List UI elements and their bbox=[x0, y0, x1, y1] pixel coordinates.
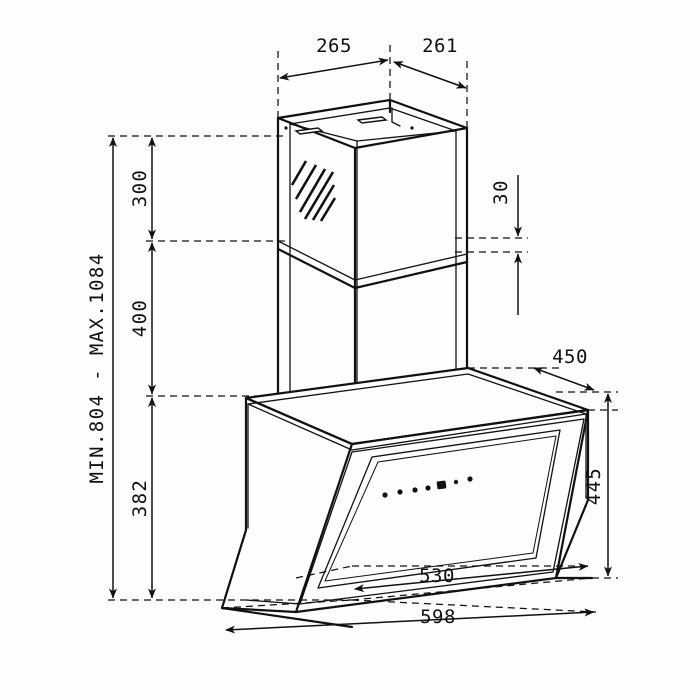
mounting-slot-icon bbox=[294, 116, 388, 135]
glass-front-panel bbox=[220, 408, 590, 614]
control-display bbox=[436, 480, 447, 490]
dimension-450: 450 bbox=[533, 346, 595, 391]
dimension-label-450: 450 bbox=[552, 346, 588, 368]
dimension-label-30: 30 bbox=[490, 179, 512, 205]
control-dot-3 bbox=[412, 487, 418, 493]
ventilation-grille-icon bbox=[290, 160, 337, 222]
dimension-530: 530 bbox=[354, 562, 589, 593]
dimension-label-382: 382 bbox=[129, 479, 151, 518]
dimension-label-445: 445 bbox=[583, 467, 605, 506]
dimension-label-598: 598 bbox=[420, 606, 456, 628]
dimension-445: 445 bbox=[583, 393, 612, 577]
dimension-261: 261 bbox=[393, 35, 467, 89]
control-dot-2 bbox=[397, 489, 403, 495]
dimension-total-height-range: MIN.804 - MAX.1084 bbox=[86, 137, 117, 599]
hood-top-plate bbox=[244, 366, 590, 451]
dimension-300: 300 bbox=[129, 137, 156, 240]
dimension-598: 598 bbox=[225, 606, 595, 634]
dimension-382: 382 bbox=[129, 397, 156, 599]
control-dot-6 bbox=[467, 476, 473, 482]
dimension-400: 400 bbox=[129, 242, 156, 395]
touch-control-panel[interactable] bbox=[382, 476, 473, 498]
dimension-label-261: 261 bbox=[422, 35, 458, 57]
dimension-30: 30 bbox=[490, 175, 522, 315]
dimension-label-300: 300 bbox=[129, 169, 151, 208]
chimney-upper bbox=[276, 98, 469, 290]
dimension-label-265: 265 bbox=[316, 35, 352, 57]
control-dot-1 bbox=[382, 492, 388, 498]
dimension-label-400: 400 bbox=[129, 299, 151, 338]
control-dot-5 bbox=[453, 479, 459, 485]
dimension-label-height-range: MIN.804 - MAX.1084 bbox=[86, 252, 108, 483]
dimension-265: 265 bbox=[279, 35, 389, 81]
control-dot-4 bbox=[425, 485, 431, 491]
dimension-label-530: 530 bbox=[419, 565, 455, 587]
